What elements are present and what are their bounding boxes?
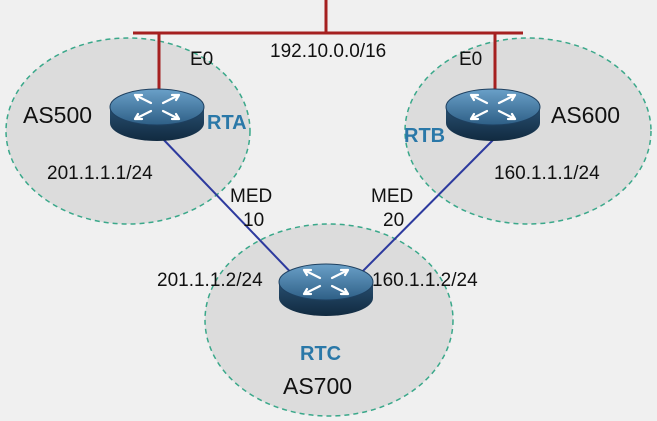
- rtc-name: RTC: [300, 343, 342, 365]
- rta-ip-label: 201.1.1.1/24: [47, 163, 153, 184]
- rtc-right-ip-label: 160.1.1.2/24: [372, 270, 478, 291]
- rtb-rtc-link: [351, 137, 496, 283]
- left-med-label: MED: [230, 186, 273, 207]
- rtb-ip-label: 160.1.1.1/24: [494, 163, 600, 184]
- as700-label: AS700: [283, 373, 353, 399]
- rta-name: RTA: [207, 112, 247, 134]
- router-rtb-icon: [445, 88, 541, 141]
- as600-label: AS600: [551, 102, 621, 128]
- right-med-value: 20: [383, 210, 405, 231]
- rta-interface-label: E0: [190, 49, 214, 70]
- router-rtc-icon: [278, 263, 374, 316]
- rtb-name: RTB: [404, 125, 446, 147]
- rta-rtc-link: [161, 137, 301, 283]
- as500-label: AS500: [23, 102, 93, 128]
- router-rta-icon: [109, 88, 205, 141]
- left-med-value: 10: [243, 210, 265, 231]
- rtc-left-ip-label: 201.1.1.2/24: [157, 270, 263, 291]
- right-med-label: MED: [371, 186, 414, 207]
- as700-cloud: [204, 223, 454, 417]
- rtb-interface-label: E0: [459, 49, 483, 70]
- network-label: 192.10.0.0/16: [270, 41, 387, 62]
